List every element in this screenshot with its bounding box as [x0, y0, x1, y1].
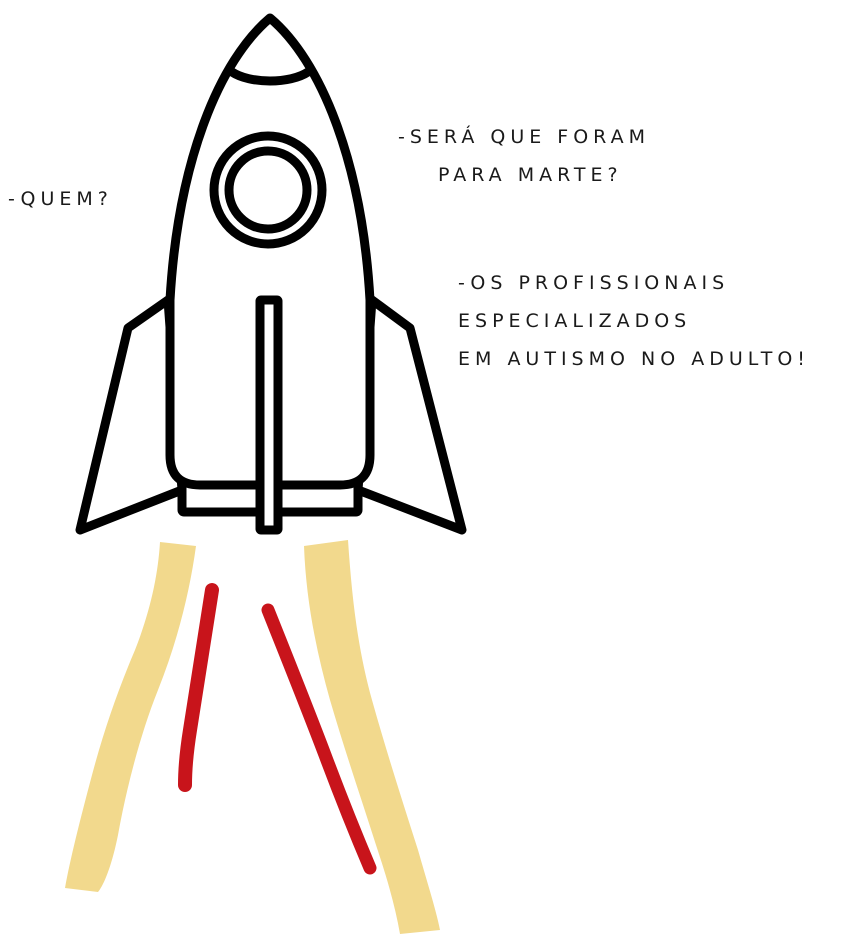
- right-red-streak: [261, 603, 377, 875]
- speech-mars-line-2: PARA MARTE?: [438, 164, 623, 186]
- rocket: [75, 13, 467, 535]
- rocket-stripe: [255, 295, 283, 535]
- speech-quem: -QUEM?: [8, 180, 113, 218]
- left-yellow-flame: [65, 542, 196, 892]
- exhaust-red-streaks: [178, 583, 377, 875]
- porthole-inner: [224, 146, 312, 234]
- speech-answer-line-3: EM AUTISMO NO ADULTO!: [458, 348, 810, 370]
- speech-answer: -OS PROFISSIONAIS ESPECIALIZADOS EM AUTI…: [458, 264, 810, 378]
- speech-mars-question: -SERÁ QUE FORAM PARA MARTE?: [398, 118, 650, 194]
- speech-answer-line-2: ESPECIALIZADOS: [458, 310, 692, 332]
- speech-answer-line-1: -OS PROFISSIONAIS: [458, 272, 730, 294]
- speech-quem-text: -QUEM?: [8, 188, 113, 210]
- right-yellow-flame: [304, 540, 440, 934]
- speech-mars-line-1: -SERÁ QUE FORAM: [398, 126, 651, 148]
- exhaust-flames: [65, 540, 440, 934]
- left-red-streak: [178, 583, 219, 792]
- nose-cone-line: [227, 67, 313, 86]
